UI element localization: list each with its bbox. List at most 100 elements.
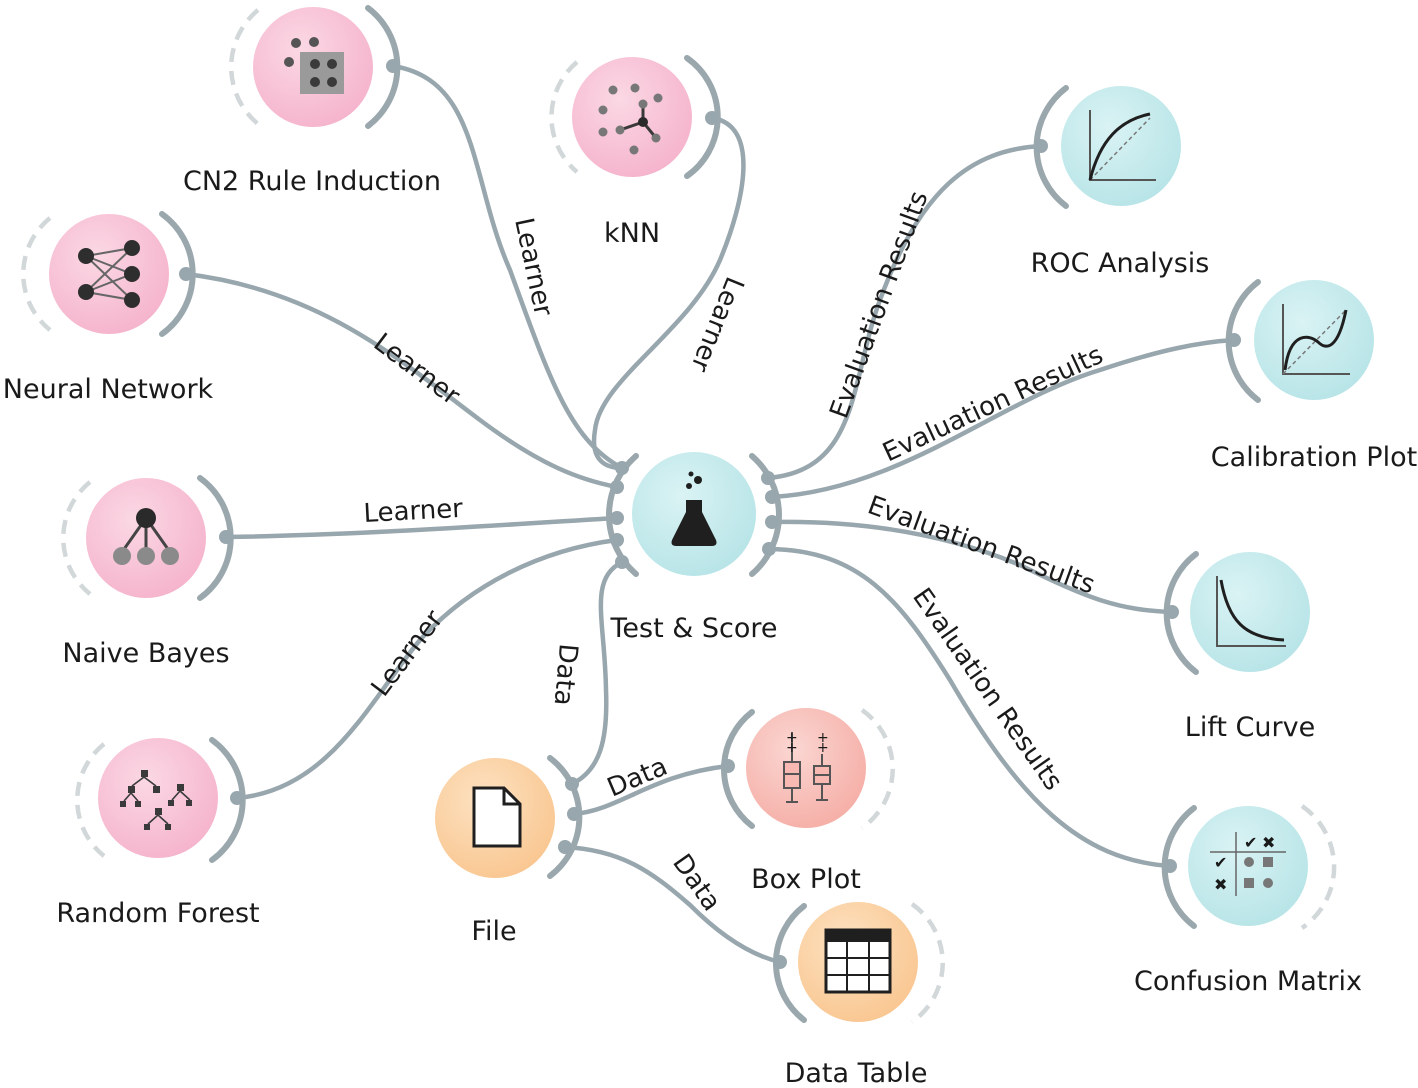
input-arc: [61, 480, 92, 596]
input-port[interactable]: [721, 759, 735, 773]
link-nn-test[interactable]: [183, 271, 620, 490]
input-port[interactable]: [773, 955, 787, 969]
node-neural-network[interactable]: Neural Network: [3, 211, 214, 405]
link-test-confusion[interactable]: [766, 546, 1173, 869]
svg-text:+: +: [786, 730, 798, 746]
flask-icon: [671, 471, 717, 546]
node-body: [98, 738, 218, 858]
node-lift-curve[interactable]: Lift Curve: [1163, 551, 1315, 743]
node-label: Box Plot: [751, 864, 861, 895]
node-label: CN2 Rule Induction: [183, 166, 441, 197]
file-icon: [472, 786, 522, 848]
node-confusion-matrix[interactable]: ✔ ✖ ✔ ✖ Confusion Matrix: [1134, 804, 1362, 997]
svg-text:✖: ✖: [1214, 875, 1227, 894]
output-port[interactable]: [762, 542, 776, 556]
cn2-rule-induction-icon: [284, 37, 344, 94]
output-port[interactable]: [765, 515, 779, 529]
node-label: kNN: [604, 218, 660, 249]
output-port[interactable]: [386, 59, 400, 73]
link-label-file-test: Data: [548, 642, 583, 706]
roc-curve-icon: [1088, 110, 1156, 181]
node-label: Neural Network: [3, 374, 214, 405]
node-label: Confusion Matrix: [1134, 966, 1362, 997]
link-nb-test[interactable]: [223, 515, 620, 540]
link-label-calibration: Evaluation Results: [878, 340, 1108, 468]
confusion-matrix-icon: ✔ ✖ ✔ ✖: [1210, 832, 1286, 896]
svg-text:+: +: [817, 740, 829, 756]
input-port[interactable]: [1165, 605, 1179, 619]
node-label: Lift Curve: [1185, 712, 1315, 743]
output-arc: [860, 708, 895, 830]
node-body: [572, 57, 692, 177]
node-roc-analysis[interactable]: ROC Analysis: [1031, 85, 1210, 279]
link-test-calibration[interactable]: [769, 337, 1237, 500]
link-test-roc[interactable]: [765, 143, 1044, 481]
box-plot-icon: + + + +: [783, 730, 831, 803]
link-test-lift[interactable]: [769, 519, 1175, 615]
node-body: [746, 708, 866, 828]
output-port[interactable]: [558, 840, 572, 854]
link-label-lift: Evaluation Results: [864, 490, 1099, 600]
node-label: File: [471, 916, 516, 947]
link-file-test[interactable]: [569, 559, 625, 787]
link-cn2-test[interactable]: [390, 63, 625, 471]
node-body: [49, 214, 169, 334]
input-port[interactable]: [615, 461, 629, 475]
input-arc: [21, 216, 52, 332]
node-cn2-rule-induction[interactable]: CN2 Rule Induction: [183, 5, 441, 197]
node-knn[interactable]: kNN: [549, 55, 721, 249]
link-file-box[interactable]: [571, 763, 731, 817]
node-body: [1190, 552, 1310, 672]
node-body: [1061, 86, 1181, 206]
input-port[interactable]: [1227, 333, 1241, 347]
output-port[interactable]: [179, 267, 193, 281]
link-file-table[interactable]: [562, 844, 783, 965]
input-port[interactable]: [610, 480, 624, 494]
link-label-roc: Evaluation Results: [824, 187, 934, 422]
output-port[interactable]: [219, 530, 233, 544]
node-label: Data Table: [785, 1058, 928, 1088]
svg-text:+: +: [817, 730, 829, 746]
node-label: Calibration Plot: [1211, 442, 1417, 473]
link-rf-test[interactable]: [234, 537, 620, 801]
calibration-curve-icon: [1282, 304, 1350, 375]
naive-bayes-icon: [113, 508, 179, 565]
output-port[interactable]: [230, 791, 244, 805]
neural-network-icon: [78, 240, 140, 308]
node-naive-bayes[interactable]: Naive Bayes: [61, 475, 234, 669]
node-test-and-score[interactable]: Test & Score: [606, 452, 782, 644]
link-knn-test[interactable]: [591, 115, 746, 471]
input-port[interactable]: [1034, 139, 1048, 153]
knn-icon: [598, 83, 663, 155]
lift-curve-icon: [1216, 576, 1286, 647]
output-arc: [1300, 804, 1337, 930]
output-arc: [910, 902, 945, 1024]
input-port[interactable]: [1163, 859, 1177, 873]
random-forest-icon: [120, 770, 192, 830]
node-file[interactable]: File: [435, 755, 583, 947]
output-port[interactable]: [761, 471, 775, 485]
node-calibration-plot[interactable]: Calibration Plot: [1211, 279, 1417, 473]
links-layer: [183, 63, 1237, 965]
table-icon: [824, 928, 892, 994]
link-label-cn2: Learner: [508, 215, 558, 319]
output-port[interactable]: [567, 807, 581, 821]
svg-text:✔: ✔: [1244, 833, 1257, 852]
input-port[interactable]: [615, 555, 629, 569]
link-label-file-table: Data: [666, 849, 726, 917]
svg-text:+: +: [786, 740, 798, 756]
node-box-plot[interactable]: + + + + Box Plot: [721, 708, 895, 895]
node-label: Naive Bayes: [62, 638, 229, 669]
node-random-forest[interactable]: Random Forest: [56, 737, 260, 929]
input-port[interactable]: [610, 533, 624, 547]
output-port[interactable]: [705, 111, 719, 125]
output-port[interactable]: [765, 490, 779, 504]
svg-text:✖: ✖: [1262, 833, 1275, 852]
input-port[interactable]: [610, 511, 624, 525]
link-label-rf: Learner: [366, 605, 450, 703]
link-label-knn: Learner: [684, 272, 749, 376]
node-data-table[interactable]: Data Table: [773, 902, 945, 1088]
output-port[interactable]: [565, 777, 579, 791]
link-label-confusion: Evaluation Results: [906, 583, 1068, 796]
svg-text:✔: ✔: [1214, 853, 1227, 872]
